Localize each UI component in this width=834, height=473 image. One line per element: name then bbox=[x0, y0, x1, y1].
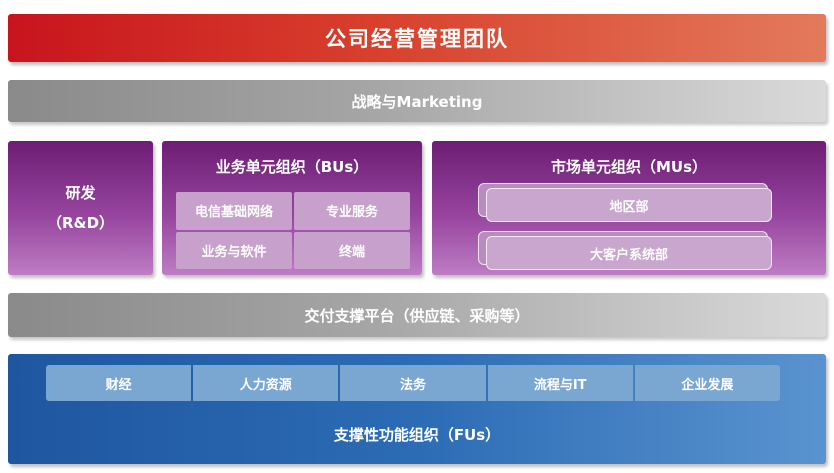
mu-panel: 市场单元组织（MUs） 地区部 大客户系统部 bbox=[432, 141, 826, 275]
bu-cell-professional-services: 专业服务 bbox=[294, 192, 410, 230]
rd-label: 研发 （R&D） bbox=[8, 141, 153, 275]
rd-label-line2: （R&D） bbox=[46, 214, 115, 232]
strategy-marketing-bar: 战略与Marketing bbox=[8, 80, 826, 122]
fu-cell-process-it: 流程与IT bbox=[487, 365, 633, 401]
delivery-platform-bar: 交付支撑平台（供应链、采购等） bbox=[8, 293, 826, 337]
delivery-platform-label: 交付支撑平台（供应链、采购等） bbox=[304, 306, 530, 325]
fu-title: 支撑性功能组织（FUs） bbox=[333, 426, 501, 444]
fu-row: 财经 人力资源 法务 流程与IT 企业发展 bbox=[46, 365, 781, 401]
strategy-marketing-label: 战略与Marketing bbox=[351, 92, 483, 111]
fu-panel: 财经 人力资源 法务 流程与IT 企业发展 支撑性功能组织（FUs） bbox=[8, 354, 826, 464]
bu-cell-business-software: 业务与软件 bbox=[176, 231, 292, 269]
fu-cell-legal: 法务 bbox=[340, 365, 486, 401]
fu-cell-finance: 财经 bbox=[46, 365, 192, 401]
bu-cell-devices: 终端 bbox=[294, 231, 410, 269]
fu-cell-corporate-development: 企业发展 bbox=[634, 365, 781, 401]
bu-panel: 业务单元组织（BUs） 电信基础网络 专业服务 业务与软件 终端 bbox=[162, 141, 422, 275]
top-management-title: 公司经营管理团队 bbox=[325, 27, 509, 51]
mu-card-key-account: 大客户系统部 bbox=[486, 236, 772, 270]
bu-cell-telecom-network: 电信基础网络 bbox=[176, 192, 292, 230]
fu-cell-hr: 人力资源 bbox=[193, 365, 339, 401]
bu-title: 业务单元组织（BUs） bbox=[215, 158, 369, 176]
mu-title: 市场单元组织（MUs） bbox=[550, 158, 708, 176]
rd-panel: 研发 （R&D） bbox=[8, 141, 153, 275]
top-management-bar: 公司经营管理团队 bbox=[8, 14, 826, 62]
rd-label-line1: 研发 bbox=[65, 184, 96, 202]
mu-card-region: 地区部 bbox=[486, 188, 772, 222]
bu-grid: 电信基础网络 专业服务 业务与软件 终端 bbox=[176, 192, 410, 269]
